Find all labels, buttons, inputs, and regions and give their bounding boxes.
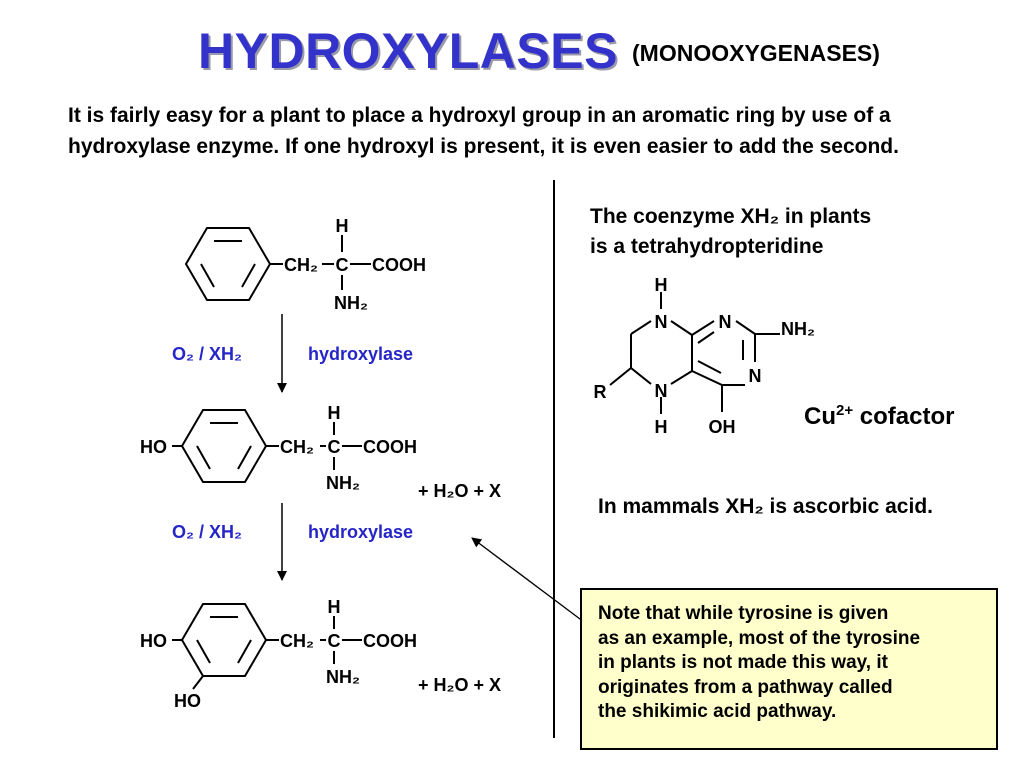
mol1-atom-cooh: COOH [372, 255, 426, 275]
step1-enzyme: hydroxylase [308, 344, 413, 364]
mol3-atom-ch2: CH₂ [280, 631, 314, 651]
phenylalanine-structure [184, 227, 371, 301]
note-line: originates from a pathway called [598, 676, 893, 698]
note-line: in plants is not made this way, it [598, 652, 888, 673]
pterin-atom-nh2: NH₂ [781, 319, 815, 339]
coenzyme-line-1: The coenzyme XH₂ in plants [590, 205, 872, 228]
pterin-atom-r: R [594, 382, 607, 402]
pterin-atom-h-bottom: H [655, 417, 668, 437]
mol1-atom-c: C [336, 255, 349, 275]
mol2-atom-ch2: CH₂ [280, 437, 314, 457]
mol1-atom-nh2: NH₂ [334, 293, 368, 313]
step1-reagent: O₂ / XH₂ [172, 344, 242, 364]
mol3-atom-cooh: COOH [363, 631, 417, 651]
cofactor-charge: 2+ [836, 402, 854, 419]
cofactor-label: Cu2+ cofactor [804, 402, 954, 431]
pterin-atom-n1: N [655, 312, 668, 332]
mammals-note: In mammals XH₂ is ascorbic acid. [598, 495, 933, 518]
pterin-atom-h-top: H [655, 275, 668, 295]
pterin-atom-n2: N [719, 312, 732, 332]
column-divider [553, 180, 555, 738]
dopa-structure [172, 603, 362, 690]
coenzyme-line-2: is a tetrahydropteridine [590, 235, 824, 258]
note-line: the shikimic acid pathway. [598, 701, 837, 722]
pterin-atom-oh: OH [709, 417, 736, 437]
coenzyme-description: The coenzyme XH₂ in plants is a tetrahyd… [590, 202, 871, 262]
mol2-atom-ho: HO [140, 437, 167, 457]
mol2-atom-h: H [328, 403, 341, 423]
mol2-atom-nh2: NH₂ [326, 473, 360, 493]
cofactor-ion: Cu [804, 403, 836, 430]
page-subtitle: (MONOOXYGENASES) [632, 40, 880, 66]
step2-enzyme: hydroxylase [308, 522, 413, 542]
mol3-atom-nh2: NH₂ [326, 667, 360, 687]
step1-byproduct: + H₂O + X [418, 481, 501, 501]
mol3-atom-c: C [328, 631, 341, 651]
mol3-atom-ho-top: HO [140, 631, 167, 651]
mol2-atom-cooh: COOH [363, 437, 417, 457]
step2-byproduct: + H₂O + X [418, 675, 501, 695]
page-title: HYDROXYLASES [198, 23, 618, 79]
tyrosine-structure [172, 409, 362, 483]
note-line: Note that while tyrosine is given [598, 603, 889, 624]
note-line: as an example, most of the tyrosine [598, 627, 921, 649]
tetrahydropteridine-structure [609, 292, 780, 414]
pterin-atom-n3: N [749, 366, 762, 386]
pterin-atom-n4: N [655, 381, 668, 401]
step2-reagent: O₂ / XH₂ [172, 522, 242, 542]
mol1-atom-ch2: CH₂ [284, 255, 318, 275]
cofactor-word: cofactor [859, 403, 955, 430]
mol2-atom-c: C [328, 437, 341, 457]
note-pointer-arrow [471, 537, 589, 626]
shikimic-note-box: Note that while tyrosine is given as an … [580, 588, 998, 750]
mol3-atom-ho-bottom: HO [174, 691, 201, 711]
mol1-atom-h: H [336, 216, 349, 236]
intro-paragraph: It is fairly easy for a plant to place a… [68, 104, 899, 158]
mol3-atom-h: H [328, 597, 341, 617]
